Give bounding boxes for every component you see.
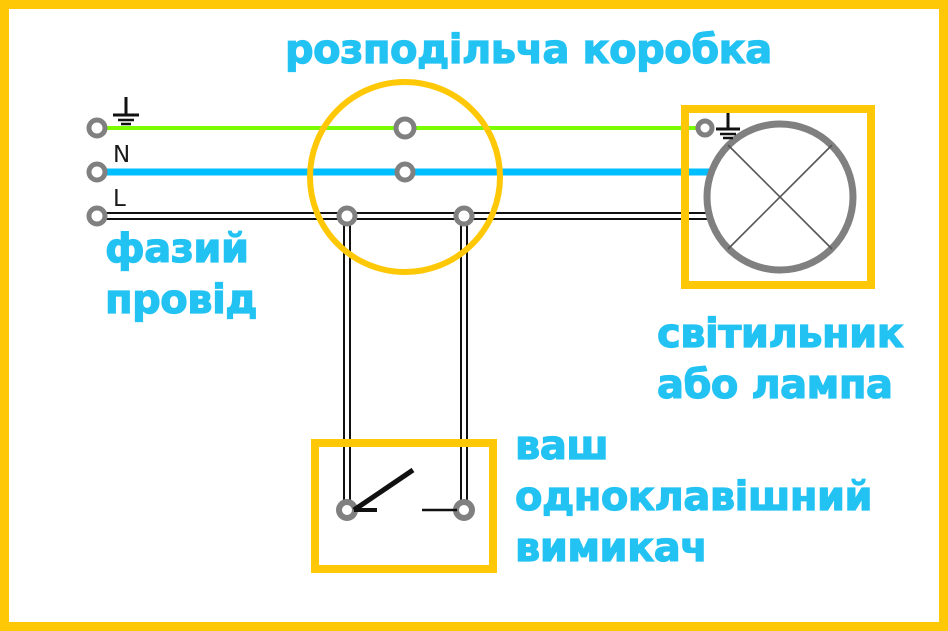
- callout-switch-line3: вимикач: [514, 525, 708, 572]
- supply-terminal-line: [86, 205, 108, 227]
- switch-enclosure: [311, 439, 497, 573]
- lamp-cross-line-b: [727, 144, 833, 250]
- luminaire-earth-ground-icon: [716, 113, 740, 140]
- luminaire-terminal-earth: [695, 118, 715, 138]
- supply-terminal-neutral: [86, 161, 108, 183]
- junction-terminal-line-in: [336, 205, 358, 227]
- terminal-label-line: L: [113, 186, 126, 212]
- switch-blade: [352, 467, 415, 513]
- callout-luminaire-line1: світильник: [656, 310, 904, 357]
- callout-switch-line1: ваш: [514, 422, 609, 469]
- supply-terminal-group: [86, 117, 108, 227]
- junction-terminal-neutral: [394, 161, 416, 183]
- junction-box[interactable]: [307, 79, 503, 275]
- wiring-diagram: [86, 79, 875, 573]
- callout-phase-wire-line1: фазий: [104, 225, 249, 272]
- callout-junction-box: розподільча коробка: [284, 26, 772, 73]
- earth-ground-icon: [113, 97, 139, 126]
- supply-terminal-earth: [86, 117, 108, 139]
- junction-terminal-line-out: [453, 205, 475, 227]
- switch-terminal-right: [453, 499, 475, 521]
- wall-switch[interactable]: [311, 439, 497, 573]
- junction-terminal-earth: [393, 116, 417, 140]
- callout-luminaire-line2: або лампа: [656, 362, 893, 409]
- callout-phase-wire: фазий провід: [104, 224, 258, 326]
- luminaire[interactable]: [681, 105, 875, 289]
- callout-phase-wire-line2: провід: [104, 277, 258, 324]
- terminal-label-neutral: N: [113, 142, 131, 168]
- callout-switch: ваш одноклавішний вимикач: [514, 421, 873, 575]
- switch-terminal-left: [336, 499, 358, 521]
- callout-switch-line2: одноклавішний: [514, 474, 873, 521]
- callout-luminaire: світильник або лампа: [656, 309, 904, 411]
- luminaire-enclosure: [681, 105, 875, 289]
- junction-box-outline: [307, 79, 503, 275]
